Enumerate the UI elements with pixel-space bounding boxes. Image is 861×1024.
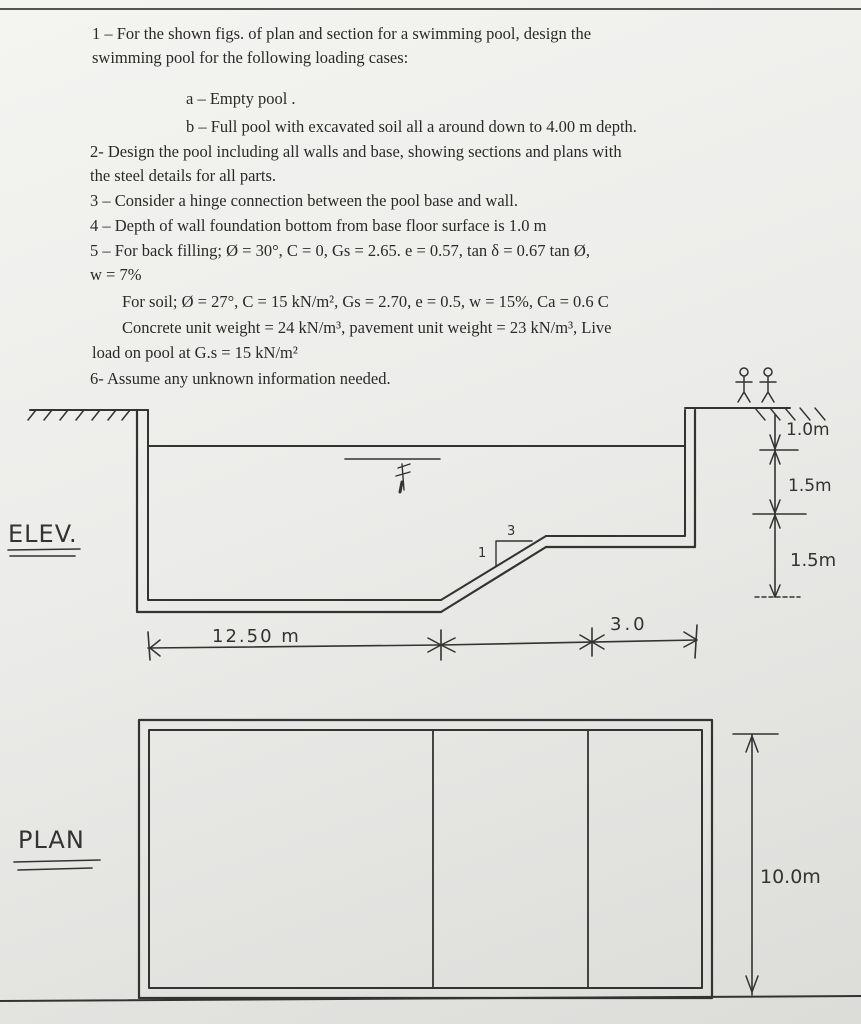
dim-depth-top: 1.0m	[786, 420, 830, 440]
elevation-drawing	[7, 367, 826, 661]
page-top-rule	[0, 8, 861, 10]
concrete-properties: Concrete unit weight = 24 kN/m³, pavemen…	[122, 318, 612, 337]
question-1-line-1: 1 – For the shown figs. of plan and sect…	[92, 24, 592, 43]
slope-horizontal-value: 3	[507, 524, 516, 539]
dim-depth-middle: 1.5m	[788, 476, 832, 496]
elevation-label: ELEV.	[8, 520, 78, 548]
slope-vertical-value: 1	[478, 546, 487, 561]
dim-length-deep: 12.50 m	[212, 626, 301, 647]
question-5-line-2: w = 7%	[90, 265, 142, 284]
problem-statement: 1 – For the shown figs. of plan and sect…	[0, 0, 861, 400]
question-2-line-2: the steel details for all parts.	[90, 166, 277, 185]
dim-plan-width: 10.0m	[760, 866, 821, 888]
question-6: 6- Assume any unknown information needed…	[90, 369, 391, 388]
question-3: 3 – Consider a hinge connection between …	[90, 191, 518, 210]
dim-length-shallow: 3.0	[610, 614, 648, 635]
live-load: load on pool at G.s = 15 kN/m²	[92, 343, 298, 362]
case-a: a – Empty pool .	[186, 89, 296, 108]
question-2-line-1: 2- Design the pool including all walls a…	[90, 142, 622, 161]
case-b: b – Full pool with excavated soil all a …	[186, 117, 637, 136]
plan-label: PLAN	[18, 826, 85, 854]
question-5-line-1: 5 – For back filling; Ø = 30°, C = 0, Gs…	[90, 241, 590, 260]
question-4: 4 – Depth of wall foundation bottom from…	[90, 216, 547, 235]
soil-properties: For soil; Ø = 27°, C = 15 kN/m², Gs = 2.…	[122, 292, 609, 311]
dim-depth-bottom: 1.5m	[790, 550, 837, 571]
plan-drawing	[0, 718, 861, 1002]
question-1-line-2: swimming pool for the following loading …	[92, 48, 409, 67]
